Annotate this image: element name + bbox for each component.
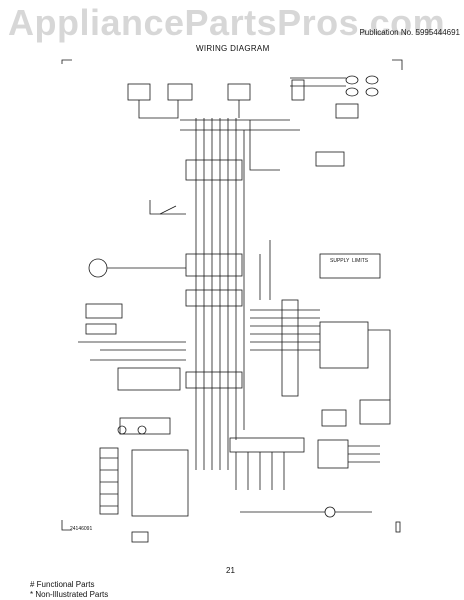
footnote-non-illustrated: * Non-Illustrated Parts <box>30 590 109 599</box>
watermark-logo: AppliancePartsPros.com <box>8 2 446 43</box>
page-number: 21 <box>226 566 235 575</box>
legend-limits-label: LIMITS <box>352 258 369 264</box>
legend-supply-label: SUPPLY <box>330 258 350 264</box>
footnote-functional: # Functional Parts <box>30 580 95 589</box>
diagram-code: 24146091 <box>70 526 93 532</box>
page-title: WIRING DIAGRAM <box>196 44 270 53</box>
publication-number: Publication No. 5995444691 <box>359 28 460 37</box>
